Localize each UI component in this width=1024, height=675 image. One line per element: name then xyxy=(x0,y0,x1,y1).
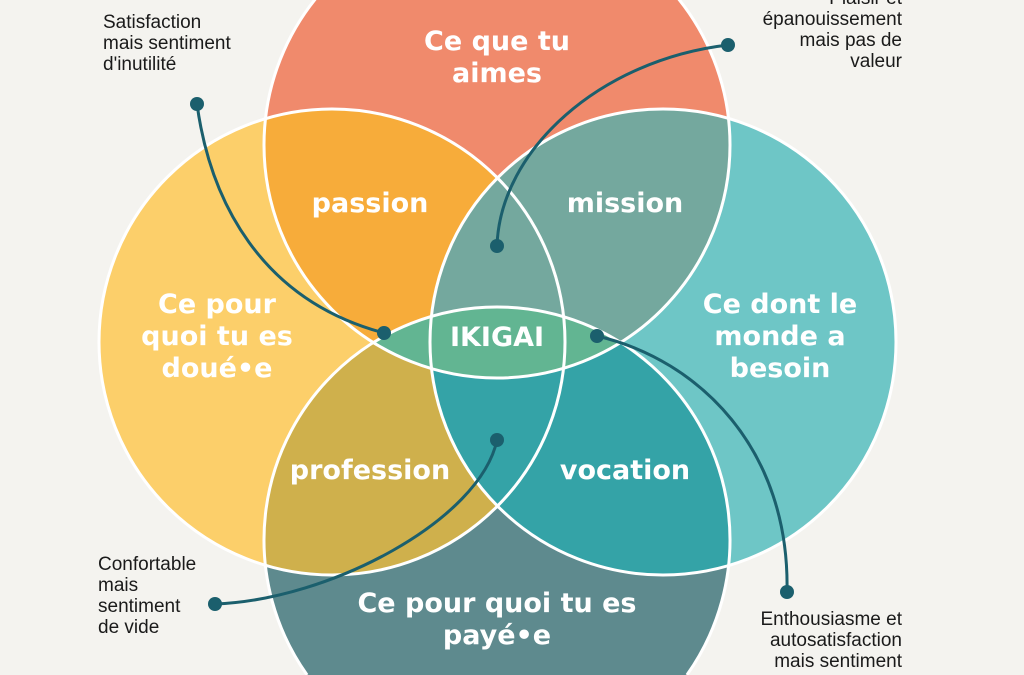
label-line: besoin xyxy=(729,352,831,384)
annotation-line: épanouissement xyxy=(762,8,902,30)
annotation-top-right: Plaisir et épanouissement mais pas de va… xyxy=(763,0,902,73)
label-vocation: vocation xyxy=(559,455,691,487)
annotation-line: autosatisfaction xyxy=(769,629,902,651)
label-line: doué•e xyxy=(161,352,273,384)
label-line: Ce dont le xyxy=(702,289,858,321)
connector-dot xyxy=(590,329,604,343)
connector-line xyxy=(596,334,789,593)
label-what-you-love: Ce que tu aimes xyxy=(424,26,570,90)
annotation-line: mais xyxy=(98,574,139,596)
annotation-line: mais sentiment xyxy=(774,650,902,672)
annotation-line: Satisfaction xyxy=(103,12,202,33)
annotation-line: de vide xyxy=(98,616,160,638)
connector-dot xyxy=(490,239,504,253)
connector-line xyxy=(495,43,729,247)
annotation-line: sentiment xyxy=(98,595,181,617)
connector-dot xyxy=(208,597,222,611)
annotation-bottom-right: Enthousiasme et autosatisfaction mais se… xyxy=(760,609,902,673)
label-profession: profession xyxy=(289,455,451,487)
annotation-line: mais sentiment xyxy=(103,32,231,54)
annotation-top-left: Satisfaction mais sentiment d'inutilité xyxy=(103,12,231,76)
connector-dot xyxy=(721,38,735,52)
label-ikigai: IKIGAI xyxy=(449,322,545,354)
connector-line xyxy=(195,103,385,335)
label-what-you-are-good-at: Ce pour quoi tu es doué•e xyxy=(141,289,293,385)
label-line: monde a xyxy=(714,321,846,353)
connector-dot xyxy=(377,326,391,340)
annotation-line: valeur xyxy=(850,50,902,72)
region-vocation xyxy=(430,307,730,575)
label-mission: mission xyxy=(566,188,684,220)
label-what-you-are-paid-for: Ce pour quoi tu es payé•e xyxy=(357,588,636,652)
label-line: aimes xyxy=(451,58,542,89)
annotation-line: Enthousiasme et xyxy=(760,609,902,630)
label-line: Ce que tu xyxy=(424,26,570,58)
connector-dot xyxy=(190,97,204,111)
label-line: quoi tu es xyxy=(141,321,293,353)
annotation-line: Confortable xyxy=(98,554,197,575)
annotation-bottom-left: Confortable mais sentiment de vide xyxy=(98,554,197,639)
label-what-world-needs: Ce dont le monde a besoin xyxy=(703,289,858,385)
annotation-line: mais pas de xyxy=(799,29,902,51)
connector-dot xyxy=(780,585,794,599)
label-passion: passion xyxy=(311,188,429,220)
annotation-line: d'inutilité xyxy=(103,53,177,75)
annotation-line: Plaisir et xyxy=(763,0,902,10)
label-line: payé•e xyxy=(442,620,552,651)
connector-dot xyxy=(490,433,504,447)
label-line: Ce pour xyxy=(158,289,276,321)
connector-line xyxy=(214,439,499,606)
label-line: Ce pour quoi tu es xyxy=(357,588,637,620)
